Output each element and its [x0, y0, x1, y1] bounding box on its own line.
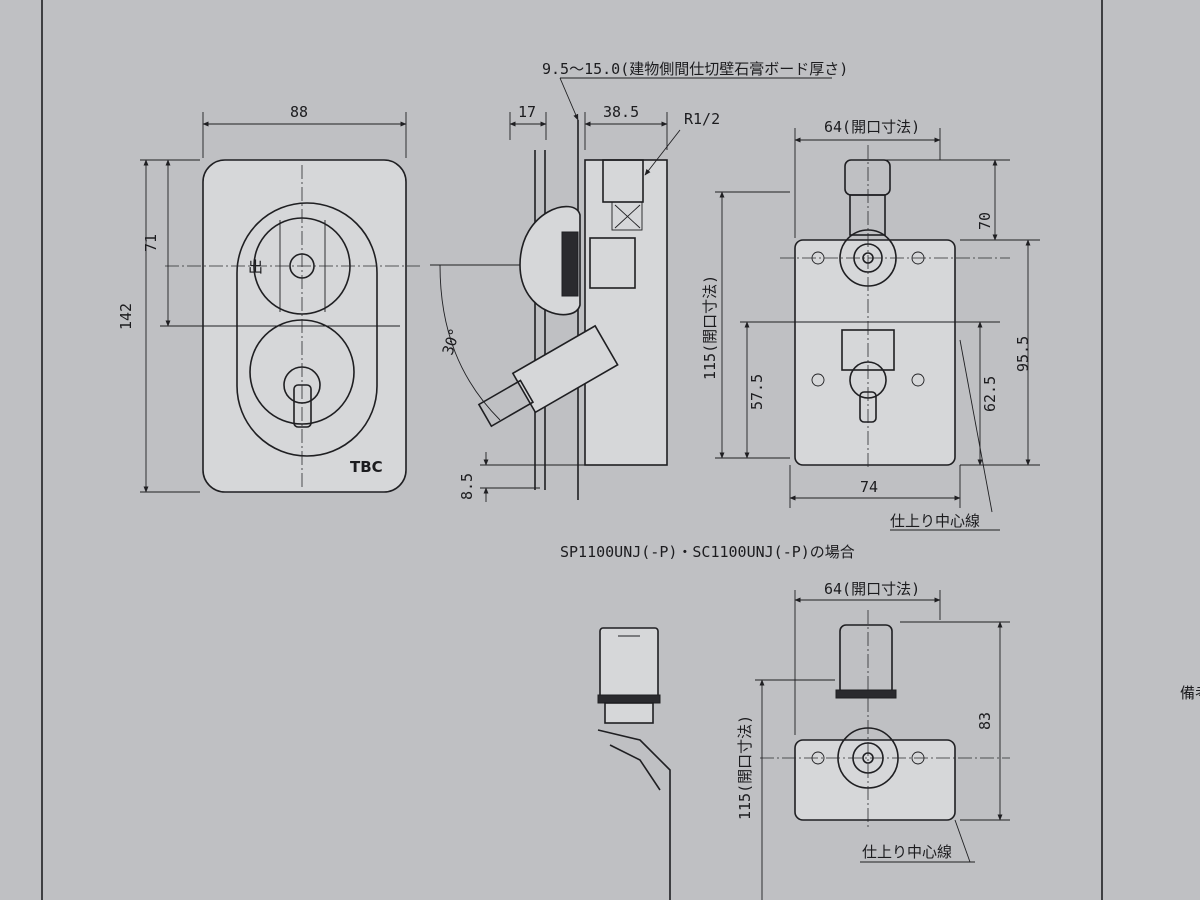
dim-88: 88 — [290, 103, 308, 121]
side-view: 30° 9.5～15.0(建物側間仕切壁石膏ボード厚さ) 17 38.5 R1/… — [430, 60, 848, 502]
dim-angle: 30° — [439, 326, 464, 357]
dim-57-5: 57.5 — [748, 374, 766, 410]
dim-142: 142 — [117, 303, 135, 330]
angled-outlet — [511, 324, 619, 414]
dim-17: 17 — [518, 103, 536, 121]
dim-38-5: 38.5 — [603, 103, 639, 121]
dim-62-5: 62.5 — [981, 376, 999, 412]
dim-71: 71 — [142, 234, 160, 252]
knob-grip — [561, 231, 579, 297]
top-inlet — [844, 159, 891, 196]
finish-centerline-label-1: 仕上り中心線 — [890, 512, 980, 530]
valve-body-side — [584, 159, 668, 466]
margin-note: 備考 — [1180, 684, 1200, 702]
rear-view-lower: 64(開口寸法) 83 115(開口寸法) 仕上り中心線 — [736, 580, 1010, 900]
dim-8-5: 8.5 — [458, 473, 476, 500]
dim-95-5: 95.5 — [1014, 336, 1032, 372]
side-view-lower — [597, 627, 671, 900]
dim-115: 115(開口寸法) — [701, 275, 719, 380]
finish-centerline-label-2: 仕上り中心線 — [862, 843, 952, 861]
dim-lower-opening-64: 64(開口寸法) — [824, 580, 920, 598]
dim-70: 70 — [976, 212, 994, 230]
thread-label: R1/2 — [684, 110, 720, 128]
dim-74: 74 — [860, 478, 878, 496]
dim-board-thickness: 9.5～15.0(建物側間仕切壁石膏ボード厚さ) — [542, 60, 848, 78]
outlet-label: 出 — [248, 258, 263, 276]
mount-frame — [794, 239, 956, 466]
dim-lower-115: 115(開口寸法) — [736, 715, 754, 820]
dim-83: 83 — [976, 712, 994, 730]
model-caption: SP1100UNJ(-P)・SC1100UNJ(-P)の場合 — [560, 543, 855, 561]
rear-view-upper: 64(開口寸法) 70 115(開口寸法) 57.5 62.5 95.5 74 … — [701, 118, 1040, 531]
brand-logo-text: TBC — [350, 458, 383, 476]
dim-opening-64: 64(開口寸法) — [824, 118, 920, 136]
plate-recess — [236, 202, 378, 457]
front-view: 出 TBC 88 142 71 — [117, 103, 420, 493]
